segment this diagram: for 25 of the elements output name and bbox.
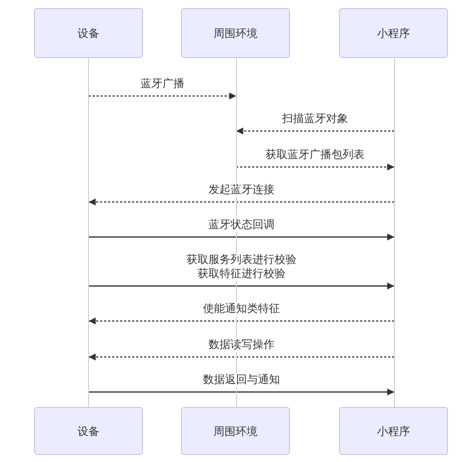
message-arrow: [236, 128, 394, 134]
message-arrow: [88, 234, 394, 240]
message-label: 蓝牙状态回调: [206, 218, 276, 232]
lifeline: [394, 58, 395, 407]
message-label: 数据读写操作: [206, 338, 276, 352]
participant-box: 设备: [34, 407, 143, 455]
message-arrow: [88, 282, 394, 290]
message-arrow: [88, 92, 236, 100]
participant-box: 设备: [34, 8, 143, 58]
lifeline: [88, 58, 90, 407]
participant-box: 小程序: [339, 8, 448, 58]
message-arrow: [88, 388, 394, 396]
message-label: 发起蓝牙连接: [206, 183, 276, 197]
message-label: 扫描蓝牙对象: [280, 112, 350, 126]
message-label: 蓝牙广播: [138, 77, 186, 91]
participant-box: 周围环境: [181, 407, 290, 455]
message-arrow: [88, 198, 394, 206]
message-arrow: [236, 164, 394, 170]
message-arrow: [88, 354, 394, 360]
participant-box: 周围环境: [181, 8, 290, 58]
message-arrow: [88, 318, 394, 324]
participant-box: 小程序: [339, 407, 448, 455]
message-label: 使能通知类特征: [200, 302, 282, 316]
message-label: 数据返回与通知: [200, 373, 282, 387]
message-label: 获取蓝牙广播包列表: [264, 148, 367, 162]
